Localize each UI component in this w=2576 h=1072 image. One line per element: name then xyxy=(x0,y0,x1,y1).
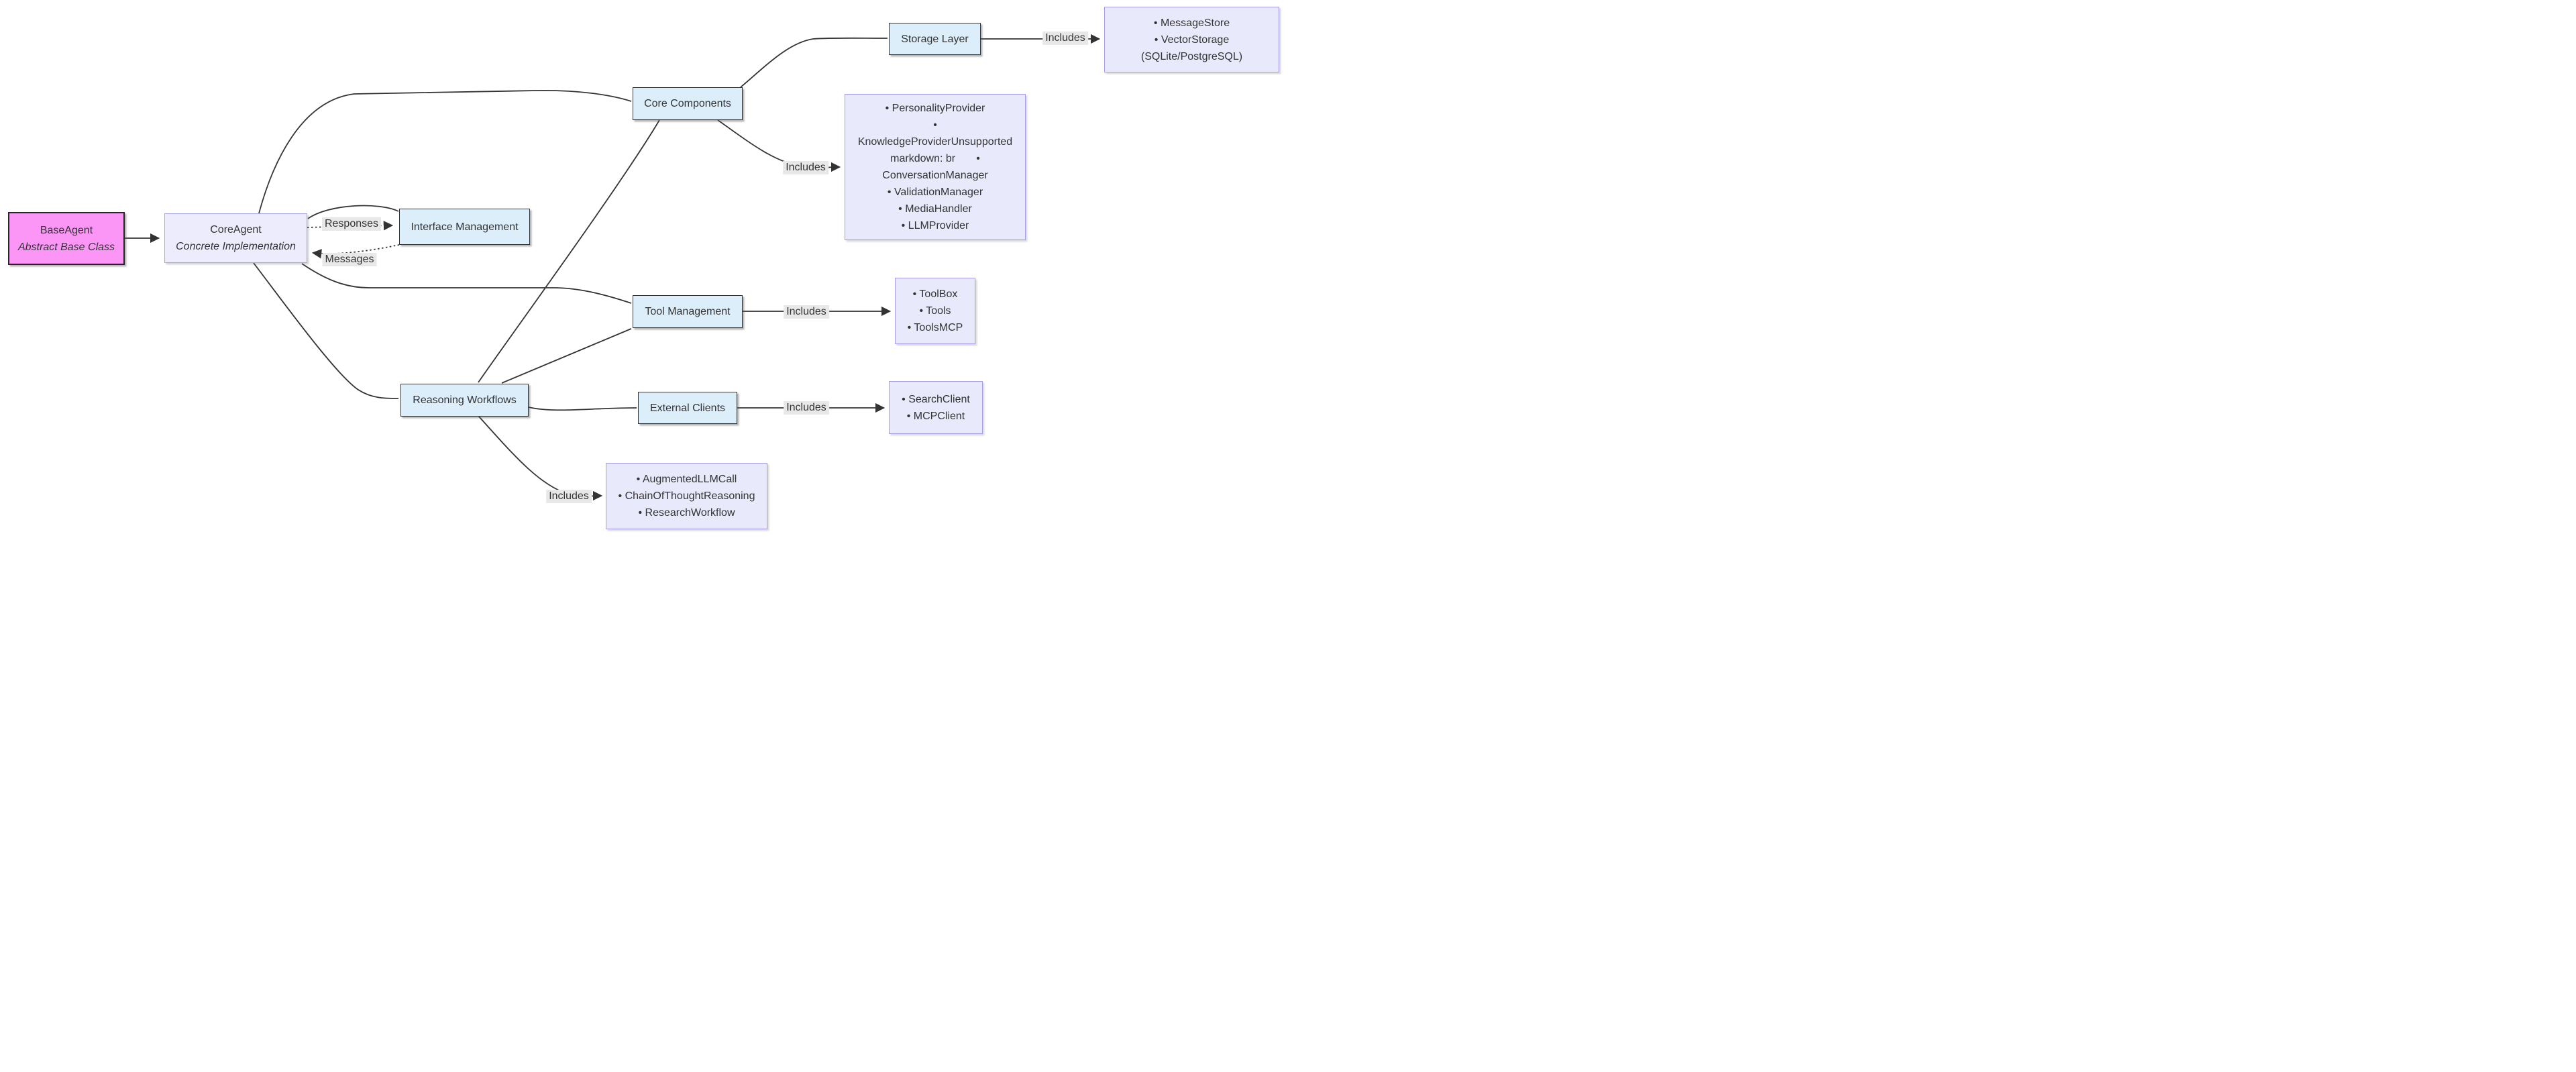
list-item: • ValidationManager xyxy=(887,186,983,198)
node-coreagent-title: CoreAgent xyxy=(210,224,262,235)
edge-reasoning-toolmanagement xyxy=(501,328,632,384)
edges-layer xyxy=(125,34,1101,501)
list-item: • LLMProvider xyxy=(901,220,969,231)
list-item: • MediaHandler xyxy=(898,203,972,215)
node-baseagent-title: BaseAgent xyxy=(40,224,93,236)
edge-label-includes-tool: Includes xyxy=(784,305,829,319)
list-item: • VectorStorage xyxy=(1154,34,1230,46)
edge-messages xyxy=(311,244,400,259)
node-tool-includes-list: • ToolBox • Tools • ToolsMCP xyxy=(895,278,975,344)
list-item: • SearchClient xyxy=(902,393,970,405)
node-external-includes-list: • SearchClient • MCPClient xyxy=(889,381,983,434)
edge-reasoning-externalclients xyxy=(528,407,637,411)
list-item: • ToolBox xyxy=(912,288,958,300)
node-baseagent-subtitle: Abstract Base Class xyxy=(17,241,115,253)
node-storage-layer: Storage Layer xyxy=(889,23,981,55)
edge-label-includes-reasoning: Includes xyxy=(546,490,592,503)
node-storage-includes-list: • MessageStore • VectorStorage (SQLite/P… xyxy=(1104,7,1279,72)
node-core-components: Core Components xyxy=(633,87,743,120)
node-coreagent: CoreAgent Concrete Implementation xyxy=(164,213,307,263)
list-item: • MessageStore xyxy=(1153,17,1230,29)
edge-coreagent-corecomponents xyxy=(258,90,632,214)
list-item: (SQLite/PostgreSQL) xyxy=(1140,50,1243,62)
node-reasoning-includes-list: • AugmentedLLMCall • ChainOfThoughtReaso… xyxy=(606,463,767,529)
node-coreagent-subtitle: Concrete Implementation xyxy=(176,241,296,252)
edge-corecomponents-storagelayer xyxy=(740,37,888,88)
list-item: • Tools xyxy=(919,305,951,317)
edge-coreagent-interface-arc xyxy=(307,205,399,219)
edge-label-responses: Responses xyxy=(321,217,382,231)
edge-coreagent-reasoning xyxy=(253,262,399,399)
list-item: markdown: br • xyxy=(890,153,980,164)
node-tool-management-label: Tool Management xyxy=(645,306,731,317)
edge-coreagent-toolmanagement xyxy=(301,263,632,304)
node-storage-layer-label: Storage Layer xyxy=(901,33,969,45)
node-tool-management: Tool Management xyxy=(633,295,743,328)
node-core-components-label: Core Components xyxy=(644,98,731,109)
architecture-diagram: { "diagram": { "nodes": { "baseagent": {… xyxy=(0,0,1288,536)
list-item: • AugmentedLLMCall xyxy=(636,474,737,485)
node-external-clients-label: External Clients xyxy=(649,402,726,414)
list-item: • xyxy=(933,119,937,131)
edge-label-includes-core: Includes xyxy=(783,161,828,174)
edge-label-includes-storage: Includes xyxy=(1042,32,1088,45)
node-reasoning-workflows: Reasoning Workflows xyxy=(400,384,529,417)
list-item: • ChainOfThoughtReasoning xyxy=(618,490,755,502)
node-interface-management: Interface Management xyxy=(399,209,530,245)
edge-label-includes-external: Includes xyxy=(784,401,829,415)
node-core-includes-list: • PersonalityProvider • KnowledgeProvide… xyxy=(845,94,1026,240)
node-reasoning-workflows-label: Reasoning Workflows xyxy=(413,394,517,406)
list-item: KnowledgeProviderUnsupported xyxy=(857,136,1013,148)
node-interface-management-label: Interface Management xyxy=(411,221,519,233)
edge-label-messages: Messages xyxy=(322,253,377,266)
edge-corecomponents-reasoning xyxy=(478,119,660,383)
node-external-clients: External Clients xyxy=(638,392,737,424)
list-item: ConversationManager xyxy=(882,170,988,181)
node-baseagent: BaseAgent Abstract Base Class xyxy=(8,212,125,265)
list-item: • MCPClient xyxy=(906,410,965,422)
list-item: • ResearchWorkflow xyxy=(638,507,735,519)
list-item: • ToolsMCP xyxy=(907,322,963,333)
edge-includes-reasoning xyxy=(478,416,603,501)
list-item: • PersonalityProvider xyxy=(885,103,985,114)
